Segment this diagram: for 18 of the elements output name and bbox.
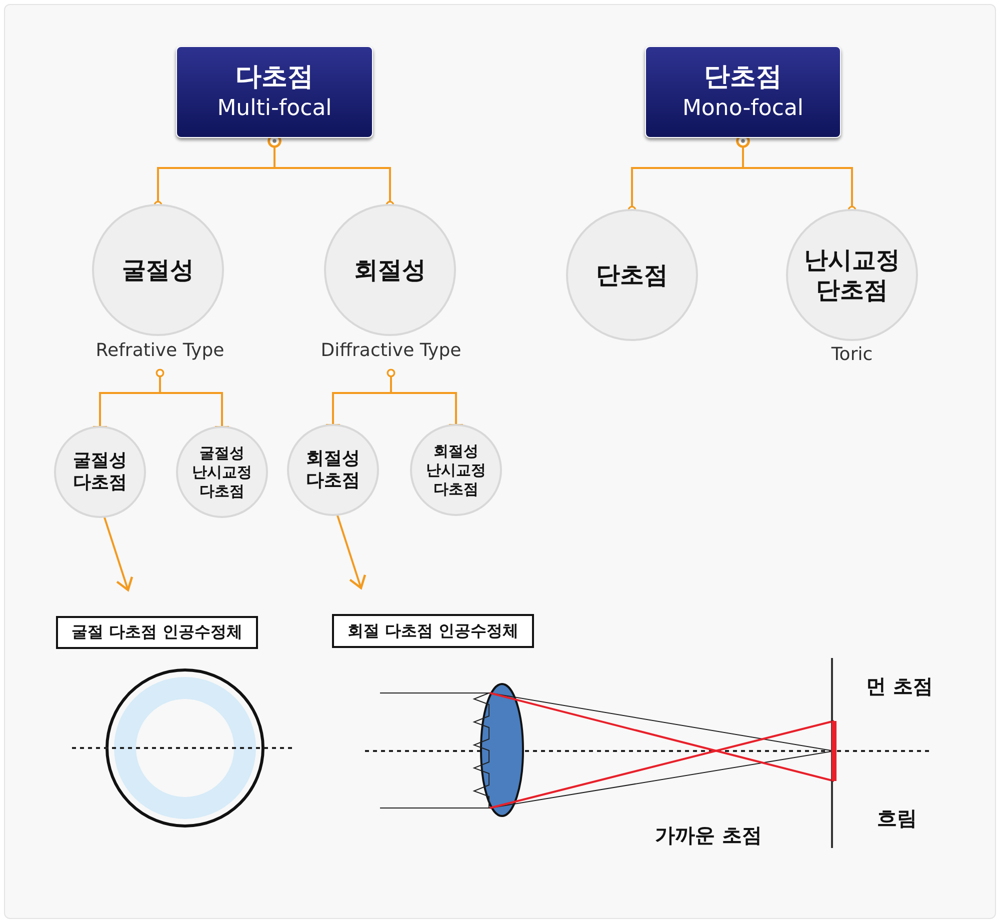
subtitle: Multi-focal [217,95,332,123]
subtitle: Mono-focal [682,95,804,123]
category-box [176,46,373,138]
arrow [103,516,134,592]
connector-line [386,368,464,426]
title: 다초점 [236,61,314,94]
diagram-label: 가까운 초점 [655,822,762,849]
title: 단초점 [704,61,782,94]
diagram-label: 먼 초점 [866,673,933,700]
arrow [336,514,366,590]
diagram-label: 흐림 [877,805,917,832]
title-box: 회절 다초점 인공수정체 [332,614,534,648]
type-label: Toric [831,344,873,365]
title-box: 굴절 다초점 인공수정체 [56,616,258,649]
type-label: Refrative Type [96,340,224,361]
type-label: Diffractive Type [320,340,462,361]
connector-line [156,368,230,428]
category-box [645,46,841,138]
